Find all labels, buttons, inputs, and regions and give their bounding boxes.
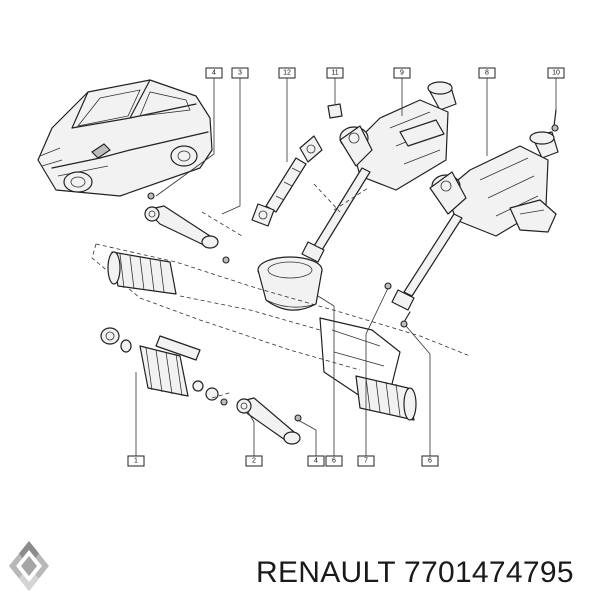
lower-left-components — [100, 327, 219, 401]
callout-4-top: 4 — [205, 67, 223, 79]
callout-4-bottom: 4 — [307, 455, 325, 467]
callout-label: 4 — [314, 458, 318, 465]
steering-boot-cover — [257, 256, 323, 311]
callout-label: 7 — [364, 458, 368, 465]
callout-9-top: 9 — [393, 67, 411, 79]
callout-label: 3 — [238, 70, 242, 77]
callout-label: 1 — [134, 458, 138, 465]
renault-diamond-icon — [9, 541, 49, 591]
callout-10-top: 10 — [547, 67, 565, 79]
steering-parts-diagram: 4 3 12 11 9 8 10 1 2 4 6 7 — [37, 67, 565, 467]
callout-label: 4 — [212, 70, 216, 77]
bellows-right-lower — [355, 375, 417, 421]
callout-label: 10 — [552, 70, 560, 77]
column-shafts — [301, 167, 463, 311]
leader-lines — [135, 76, 557, 456]
callout-label: 12 — [283, 70, 291, 77]
callout-8-top: 8 — [478, 67, 496, 79]
callout-12-top: 12 — [278, 67, 296, 79]
car-illustration — [37, 79, 213, 197]
bellows-left-upper — [107, 251, 177, 295]
callout-6-bottom-b: 6 — [421, 455, 439, 467]
callout-label: 9 — [400, 70, 404, 77]
brand-footer: RENAULT 7701474795 — [0, 510, 600, 600]
callout-6-bottom-a: 6 — [325, 455, 343, 467]
steering-column-9 — [339, 81, 457, 191]
callout-2-bottom: 2 — [245, 455, 263, 467]
callout-label: 2 — [252, 458, 256, 465]
small-bolts — [327, 103, 559, 328]
callout-3-top: 3 — [231, 67, 249, 79]
callout-label: 8 — [485, 70, 489, 77]
callout-label: 6 — [428, 458, 432, 465]
intermediate-shaft-12 — [251, 135, 323, 227]
tie-rod-end-upper — [144, 192, 230, 264]
callout-label: 6 — [332, 458, 336, 465]
callout-label: 11 — [331, 70, 338, 77]
tie-rod-end-lower — [220, 397, 302, 445]
callout-7-bottom: 7 — [357, 455, 375, 467]
callout-11-top: 11 — [326, 67, 344, 79]
steering-column-8 — [429, 131, 559, 237]
brand-caption: RENAULT 7701474795 — [256, 556, 574, 589]
callout-1-bottom: 1 — [127, 455, 145, 467]
